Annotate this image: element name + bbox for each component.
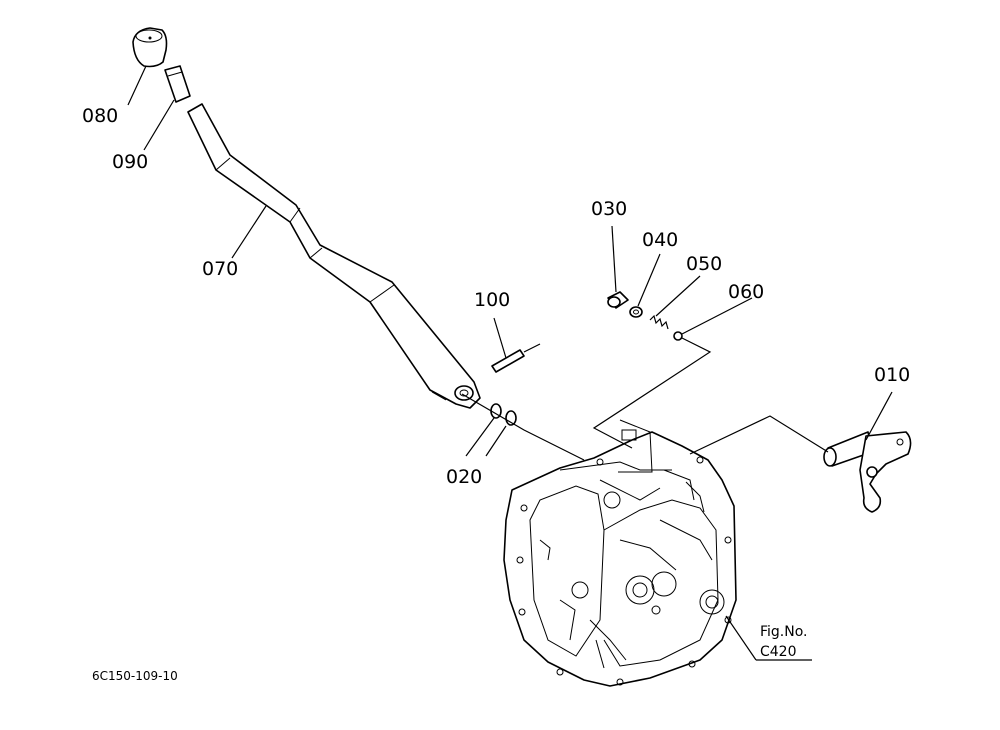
leader-lines xyxy=(127,65,893,661)
figure-ref-label: Fig.No. xyxy=(760,624,808,640)
label-060: 060 xyxy=(728,281,764,303)
label-080: 080 xyxy=(82,105,118,127)
label-100: 100 xyxy=(474,289,510,311)
o-rings-020-drawing xyxy=(490,403,517,426)
detent-parts-drawing xyxy=(607,291,683,341)
label-030: 030 xyxy=(591,198,627,220)
label-010: 010 xyxy=(874,364,910,386)
label-070: 070 xyxy=(202,258,238,280)
label-040: 040 xyxy=(642,229,678,251)
drawing-code: 6C150-109-10 xyxy=(92,669,178,683)
grip-090-drawing xyxy=(164,65,191,103)
knob-080-drawing xyxy=(132,27,168,68)
lever-070-drawing xyxy=(187,103,481,409)
figure-ref-number: C420 xyxy=(760,644,797,660)
label-020: 020 xyxy=(446,466,482,488)
label-050: 050 xyxy=(686,253,722,275)
pin-100-drawing xyxy=(491,343,541,373)
label-090: 090 xyxy=(112,151,148,173)
transmission-case-drawing xyxy=(503,419,737,687)
shaft-010-drawing xyxy=(823,431,912,513)
